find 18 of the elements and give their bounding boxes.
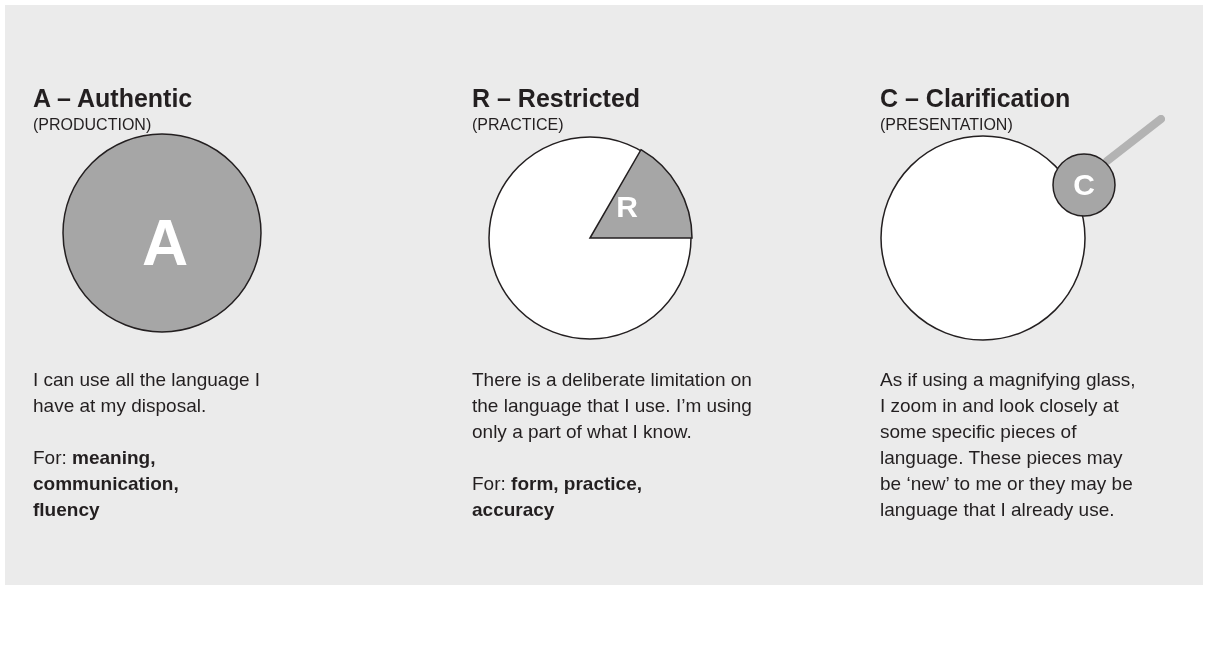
purpose-text: For: meaning, communication, fluency [33,446,180,522]
section-heading: C – Clarification [880,84,1071,112]
section-subtitle: (PRACTICE) [472,115,564,135]
section-subtitle: (PRESENTATION) [880,115,1013,135]
circle-letter: C [1073,170,1095,200]
section-subtitle: (PRODUCTION) [33,115,152,135]
description-text: There is a deliberate limitation on the language that I use. I’m using only a part of what I know. [472,368,753,444]
letter-circle [62,133,262,333]
pie-slice [590,149,692,238]
circle-letter: R [616,192,638,222]
magnifying-lens [1052,153,1116,217]
pie-circle [488,136,692,340]
description-text: As if using a magnifying glass, I zoom in and look closely at some specific pieces of language. These pieces may be ‘new’ to me or they may be language that I already use. [880,368,1137,522]
section-heading: A – Authentic [33,84,193,112]
circle-letter: A [141,211,189,275]
purpose-text: For: form, practice, accuracy [472,472,643,522]
section-heading: R – Restricted [472,84,641,112]
description-text: I can use all the language I have at my disposal. [33,368,262,418]
